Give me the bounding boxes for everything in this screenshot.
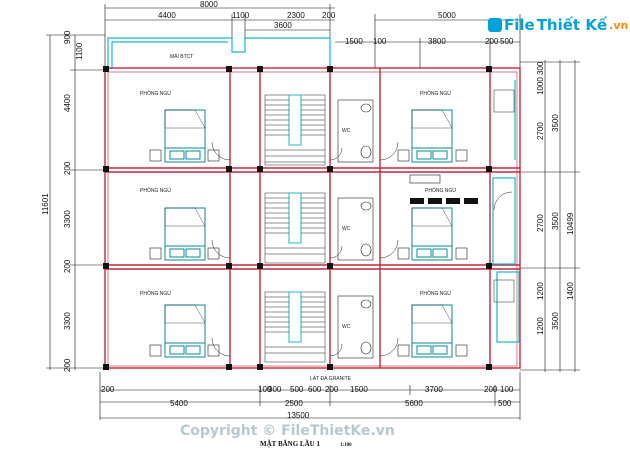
- drawing-scale: 1:100: [340, 443, 352, 448]
- bedroom-label-2: PHÒNG NGỦ: [420, 90, 451, 97]
- dim-bottom-100b: 100: [500, 385, 514, 394]
- right-door-icons: [493, 89, 515, 303]
- dim-left-1100: 1100: [75, 42, 84, 60]
- right-windows: [492, 80, 520, 343]
- roof-label: MÁI BTCT: [170, 53, 193, 60]
- walls: [104, 67, 521, 369]
- dim-left-4400: 4400: [63, 94, 72, 112]
- dim-top-100: 100: [373, 37, 387, 46]
- bedroom-label-1: PHÒNG NGỦ: [140, 90, 171, 97]
- dim-right-300: 300: [536, 61, 545, 75]
- dim-bottom-5600: 5600: [405, 399, 423, 408]
- dim-left-200b: 200: [63, 259, 72, 273]
- dim-right-3500a: 3500: [551, 114, 560, 132]
- dim-top-8000: 8000: [200, 0, 218, 9]
- doors: [211, 141, 399, 357]
- dim-bottom-600: 600: [308, 385, 322, 394]
- dim-bottom-200c: 200: [484, 385, 498, 394]
- dim-right-1200b: 1200: [536, 317, 545, 335]
- dim-top-4400: 4400: [158, 11, 176, 20]
- dim-bottom-2500: 2500: [285, 399, 303, 408]
- stairs: [264, 94, 326, 363]
- dim-bottom-3700: 3700: [425, 385, 443, 394]
- wc-fixtures: [337, 99, 374, 359]
- logo-part2: Thiết Kế: [536, 16, 608, 34]
- dim-right-2700a: 2700: [536, 122, 545, 140]
- dim-top-1100: 1100: [232, 11, 250, 20]
- dim-top-200b: 200: [485, 37, 499, 46]
- wardrobe-icon: [410, 198, 478, 204]
- dim-right-3500c: 3500: [551, 312, 560, 330]
- bedroom-label-4: PHÒNG NGỦ: [425, 187, 456, 194]
- wc-label-1: WC: [342, 128, 351, 134]
- columns: [103, 66, 492, 370]
- dim-left-3300a: 3300: [63, 210, 72, 228]
- logo-part3: .vn: [609, 18, 629, 32]
- bedroom-label-6: PHÒNG NGỦ: [420, 290, 451, 297]
- roof-slab: [107, 37, 331, 68]
- dim-bottom-5400: 5400: [170, 399, 188, 408]
- bottom-dimensions: [99, 372, 521, 420]
- dim-top-500: 500: [500, 37, 514, 46]
- dim-right-1200a: 1200: [536, 282, 545, 300]
- dim-top-1500: 1500: [345, 37, 363, 46]
- dim-top-200: 200: [322, 11, 336, 20]
- dim-bottom-1500: 1500: [350, 385, 368, 394]
- wc-label-2: WC: [342, 226, 351, 232]
- dim-left-3300b: 3300: [63, 312, 72, 330]
- cabinet-icon: [409, 174, 441, 184]
- bedroom-label-3: PHÒNG NGỦ: [140, 187, 171, 194]
- dim-left-11601: 11601: [41, 193, 50, 215]
- left-dimensions: [46, 34, 105, 370]
- copyright-watermark: Copyright © FileThietKe.vn: [180, 423, 395, 439]
- dim-bottom-900: 900: [268, 385, 282, 394]
- dim-top-2300: 2300: [287, 11, 305, 20]
- corridor-note: LÁT ĐÁ GRANITE: [310, 375, 352, 382]
- nightstand-icon: [149, 149, 468, 357]
- dim-right-10499: 10499: [566, 212, 575, 235]
- logo-part1: File: [504, 16, 535, 34]
- dim-bottom-500b: 500: [498, 399, 512, 408]
- dim-bottom-100: 100: [258, 385, 272, 394]
- right-dimensions: [520, 60, 580, 372]
- top-dimensions: [104, 4, 521, 68]
- dim-left-900: 900: [63, 30, 72, 44]
- bed-icon: [164, 109, 453, 358]
- logo-icon: [488, 18, 502, 32]
- drawing-title: MẶT BẰNG LẦU 1: [260, 440, 320, 448]
- dim-bottom-13500: 13500: [287, 411, 310, 420]
- dim-top-3600: 3600: [274, 21, 292, 30]
- dim-bottom-200b: 200: [325, 385, 339, 394]
- dim-left-200a: 200: [63, 161, 72, 175]
- dim-right-1400: 1400: [566, 282, 575, 300]
- dim-right-1000: 1000: [536, 77, 545, 95]
- site-logo[interactable]: File Thiết Kế .vn: [488, 15, 628, 35]
- dim-bottom-500: 500: [290, 385, 304, 394]
- dim-right-2700b: 2700: [536, 214, 545, 232]
- dim-top-5000: 5000: [438, 11, 456, 20]
- dim-top-3800: 3800: [428, 37, 446, 46]
- bedroom-label-5: PHÒNG NGỦ: [140, 290, 171, 297]
- dim-left-200c: 200: [63, 358, 72, 372]
- dim-right-3500b: 3500: [551, 212, 560, 230]
- dim-bottom-200a: 200: [101, 385, 115, 394]
- wc-label-3: WC: [342, 324, 351, 330]
